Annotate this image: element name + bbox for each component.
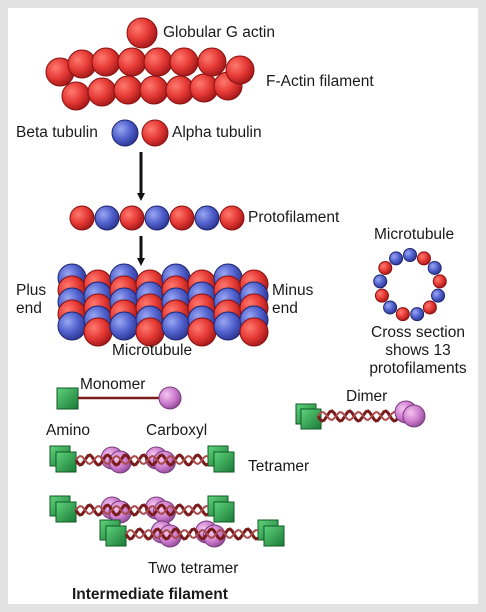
globular-actin-label: Globular G actin [163,24,275,41]
microtubule-label: Microtubule [112,342,193,359]
protofilament-label: Protofilament [248,209,340,226]
tetramer-structure [49,445,235,474]
dimer-label: Dimer [346,388,388,405]
two-tetramer-label: Two tetramer [148,560,239,577]
beta-tubulin-label: Beta tubulin [16,124,98,141]
amino-label: Amino [46,422,90,439]
monomer-amino-head [56,387,79,410]
minus-end-label: Minus end [272,282,314,317]
dimer-structure [295,400,426,430]
monomer-carboxyl-head [158,386,182,410]
f-actin-filament [45,47,255,111]
f-actin-filament-label: F-Actin filament [266,73,374,90]
plus-end-label: Plus end [16,282,47,317]
two-tetramer-structure [49,495,285,548]
tetramer-label: Tetramer [248,458,310,475]
intermediate-filament-title: Intermediate filament [72,586,228,603]
protofilament-chain [69,205,245,231]
alpha-tubulin-subunit [141,119,169,147]
microtubule-lattice [57,263,269,347]
carboxyl-label: Carboxyl [146,422,208,439]
globular-actin-monomer [126,17,158,49]
alpha-tubulin-label: Alpha tubulin [172,124,262,141]
cross-section-caption: Cross section shows 13 protofilaments [369,324,467,377]
microtubule-cross-section-ring [373,248,447,322]
monomer-label: Monomer [80,376,146,393]
cross-section-title: Microtubule [374,226,455,243]
diagram-canvas [45,17,447,548]
beta-tubulin-subunit [111,119,139,147]
